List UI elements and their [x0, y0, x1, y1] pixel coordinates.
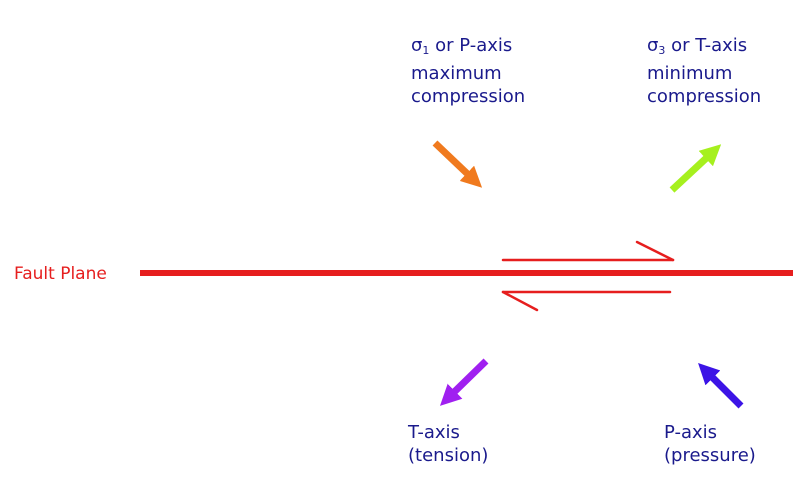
t-axis-label: T-axis (tension) — [408, 421, 488, 467]
sigma1-symbol: σ — [411, 35, 423, 56]
sigma3-line3: compression — [647, 86, 762, 107]
p-axis-label: P-axis (pressure) — [664, 421, 756, 467]
half-arrow-right-icon — [501, 240, 675, 262]
sigma1-title: σ1 or P-axis — [411, 34, 525, 62]
sigma1-line3: compression — [411, 86, 526, 107]
arrow-up-left-icon — [698, 363, 744, 409]
sigma3-label: σ3 or T-axis minimum compression — [647, 34, 761, 108]
sigma3-axis-name: or T-axis — [665, 35, 748, 56]
t-axis-line1: T-axis — [408, 422, 460, 443]
sigma1-axis-name: or P-axis — [429, 35, 513, 56]
arrow-down-left-icon — [439, 358, 489, 406]
sigma1-subscript: 1 — [422, 44, 430, 57]
p-axis-line1: P-axis — [664, 422, 718, 443]
arrow-up-right-icon — [669, 144, 722, 193]
sigma3-title: σ3 or T-axis — [647, 34, 761, 62]
p-axis-line2: (pressure) — [664, 445, 756, 466]
sigma3-subscript: 3 — [658, 44, 666, 57]
sigma1-line2: maximum — [411, 63, 502, 84]
arrow-down-right-icon — [432, 140, 483, 188]
t-axis-line2: (tension) — [408, 445, 489, 466]
half-arrow-left-icon — [501, 290, 672, 312]
sigma3-line2: minimum — [647, 63, 733, 84]
sigma3-symbol: σ — [647, 35, 659, 56]
fault-plane-label: Fault Plane — [14, 264, 107, 284]
sigma1-label: σ1 or P-axis maximum compression — [411, 34, 525, 108]
